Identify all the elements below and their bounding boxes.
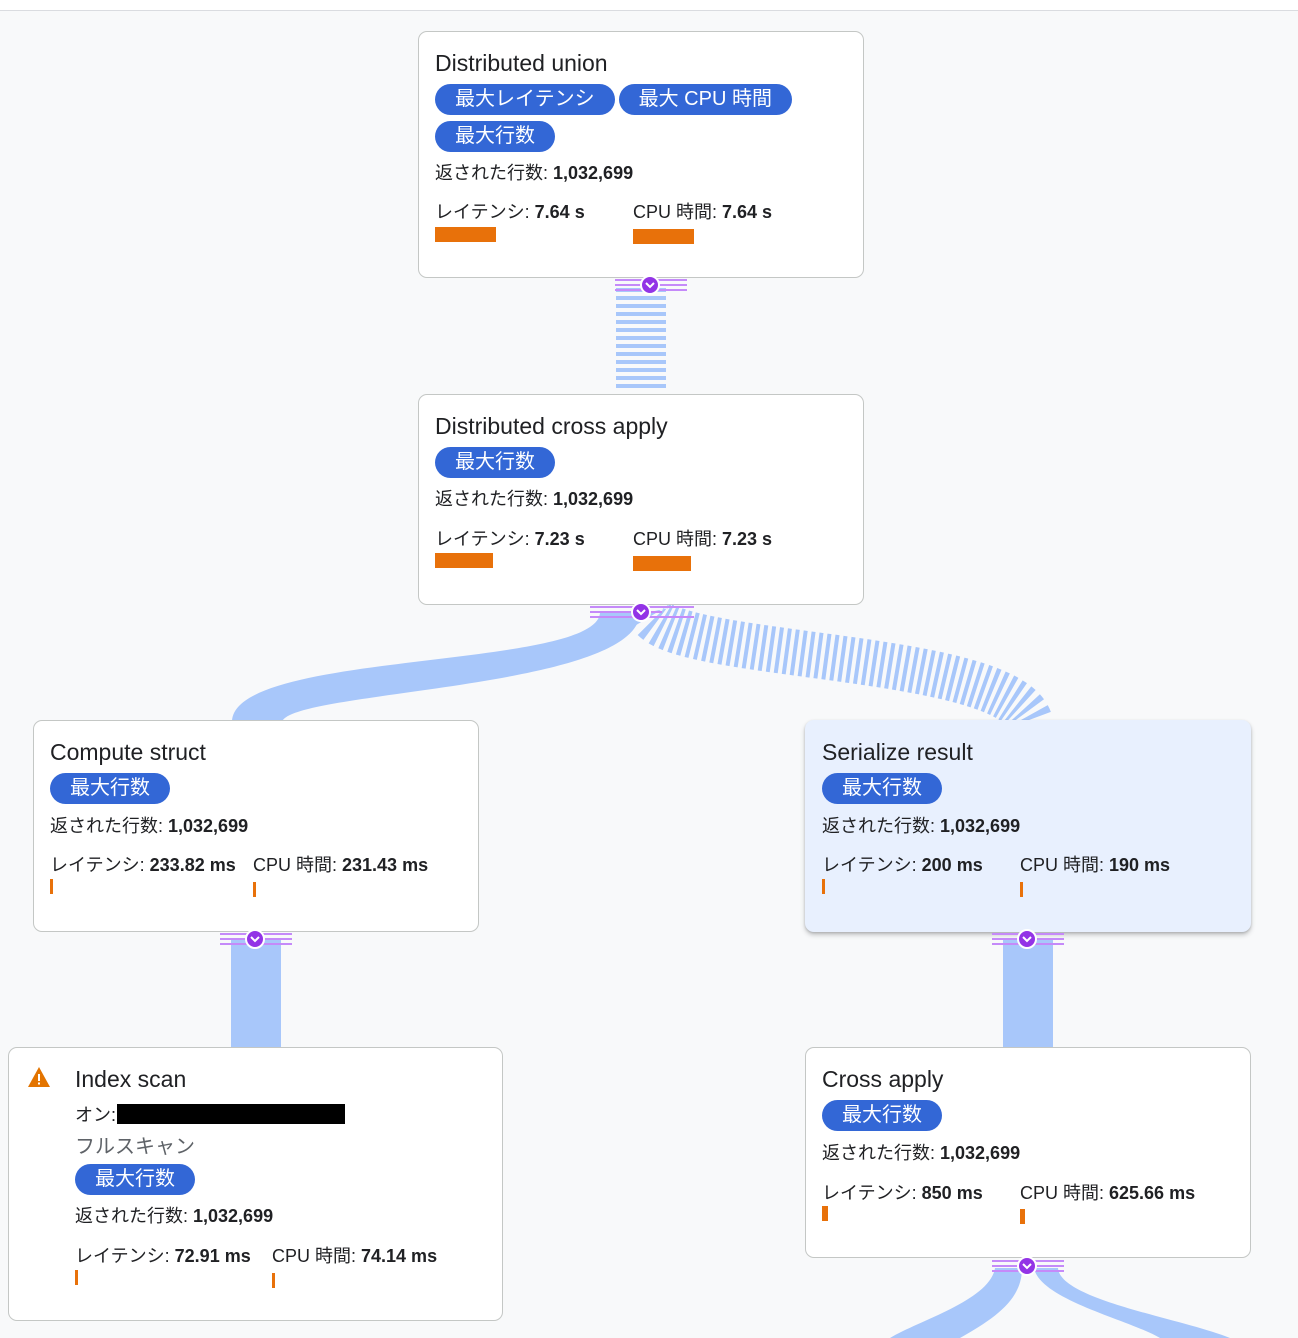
chip-max-rows: 最大行数 (822, 773, 942, 804)
latency-bar (75, 1270, 78, 1285)
latency-metric: レイテンシ: 7.64 s (435, 202, 585, 222)
chip-max-rows: 最大行数 (50, 773, 170, 804)
chip-max-rows: 最大行数 (822, 1100, 942, 1131)
latency-metric: レイテンシ: 7.23 s (435, 529, 585, 549)
expand-toggle[interactable] (615, 275, 687, 295)
scan-type: フルスキャン (75, 1136, 195, 1158)
redacted-index-name (117, 1104, 345, 1124)
cpu-time-bar (1020, 1209, 1025, 1224)
edge-dca-to-compute (232, 612, 640, 722)
cpu-time-metric: CPU 時間: 231.43 ms (253, 855, 429, 875)
expand-toggle[interactable] (220, 929, 292, 949)
cpu-time-metric: CPU 時間: 7.64 s (633, 202, 773, 222)
latency-bar (50, 879, 53, 894)
chip-max-rows: 最大行数 (435, 447, 555, 478)
scan-target: オン: (75, 1105, 117, 1125)
edge-compute-to-index (231, 940, 281, 1050)
chevron-down-icon (640, 275, 660, 295)
cpu-time-bar (272, 1273, 275, 1288)
cpu-time-metric: CPU 時間: 625.66 ms (1020, 1183, 1196, 1203)
node-title: Serialize result (822, 739, 973, 765)
latency-metric: レイテンシ: 72.91 ms (75, 1246, 251, 1266)
expand-toggle[interactable] (992, 1256, 1064, 1276)
latency-bar (822, 1206, 828, 1221)
node-cross-apply[interactable]: Cross apply 最大行数 返された行数: 1,032,699 レイテンシ… (805, 1047, 1251, 1258)
latency-bar (822, 879, 825, 894)
rows-returned: 返された行数: 1,032,699 (435, 163, 634, 183)
chevron-down-icon (1017, 1256, 1037, 1276)
edge-cross-to-right (1034, 1268, 1230, 1338)
cpu-time-bar (633, 229, 694, 244)
chip-max-cpu-time: 最大 CPU 時間 (618, 84, 792, 115)
node-title: Cross apply (822, 1066, 944, 1092)
edge-dca-to-serialize (627, 599, 1053, 733)
latency-metric: レイテンシ: 200 ms (822, 855, 983, 875)
node-distributed-union[interactable]: Distributed union 最大レイテンシ最大 CPU 時間最大行数 返… (418, 31, 864, 278)
rows-returned: 返された行数: 1,032,699 (50, 816, 249, 836)
latency-bar (435, 227, 496, 242)
cpu-time-bar (1020, 882, 1023, 897)
rows-returned: 返された行数: 1,032,699 (822, 1143, 1021, 1163)
node-distributed-cross-apply[interactable]: Distributed cross apply 最大行数 返された行数: 1,0… (418, 394, 864, 605)
latency-metric: レイテンシ: 233.82 ms (50, 855, 236, 875)
chevron-down-icon (245, 929, 265, 949)
chip-max-latency: 最大レイテンシ (435, 84, 615, 115)
chevron-down-icon (631, 602, 651, 622)
top-divider (0, 0, 1298, 11)
cpu-time-bar (253, 882, 256, 897)
node-title: Distributed cross apply (435, 413, 668, 439)
node-title: Compute struct (50, 739, 206, 765)
rows-returned: 返された行数: 1,032,699 (75, 1206, 274, 1226)
cpu-time-metric: CPU 時間: 7.23 s (633, 529, 773, 549)
warning-icon (28, 1067, 50, 1087)
rows-returned: 返された行数: 1,032,699 (822, 816, 1021, 836)
cpu-time-metric: CPU 時間: 190 ms (1020, 855, 1171, 875)
latency-bar (435, 553, 493, 568)
node-index-scan[interactable]: Index scan オン: フルスキャン 最大行数 返された行数: 1,032… (8, 1047, 503, 1321)
edge-union-to-dca (616, 286, 666, 388)
node-title: Distributed union (435, 50, 608, 76)
node-compute-struct[interactable]: Compute struct 最大行数 返された行数: 1,032,699 レイ… (33, 720, 479, 932)
latency-metric: レイテンシ: 850 ms (822, 1183, 983, 1203)
edge-serialize-to-cross (1003, 940, 1053, 1050)
chip-max-rows: 最大行数 (75, 1164, 195, 1195)
cpu-time-metric: CPU 時間: 74.14 ms (272, 1246, 438, 1266)
chevron-down-icon (1017, 929, 1037, 949)
node-serialize-result[interactable]: Serialize result 最大行数 返された行数: 1,032,699 … (805, 720, 1251, 932)
expand-toggle[interactable] (590, 602, 694, 622)
rows-returned: 返された行数: 1,032,699 (435, 489, 634, 509)
cpu-time-bar (633, 556, 691, 571)
edge-cross-to-left (890, 1268, 1022, 1338)
node-title: Index scan (75, 1066, 187, 1092)
chip-max-rows: 最大行数 (435, 121, 555, 152)
expand-toggle[interactable] (992, 929, 1064, 949)
